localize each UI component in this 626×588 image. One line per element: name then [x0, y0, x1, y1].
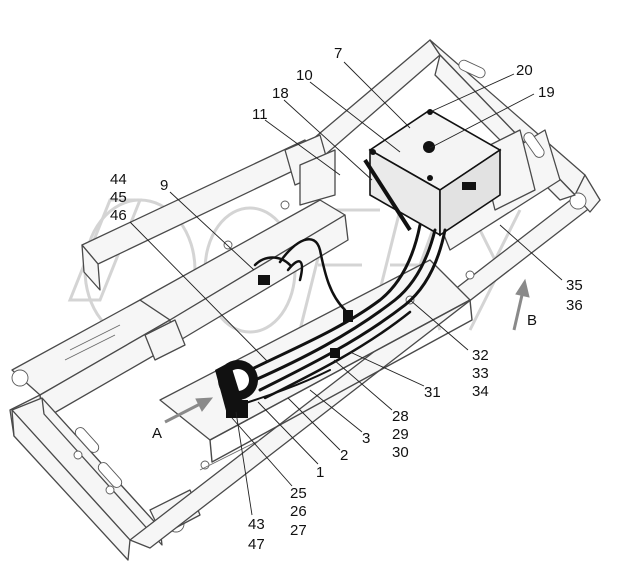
- callout-30: 30: [392, 444, 409, 461]
- view-arrow-a: A: [152, 397, 214, 442]
- callout-2: 2: [340, 447, 348, 464]
- callout-31: 31: [424, 384, 441, 401]
- callout-33: 33: [472, 365, 489, 382]
- callout-3: 3: [362, 430, 370, 447]
- callout-46: 46: [110, 207, 127, 224]
- view-a-label: A: [152, 425, 162, 442]
- callout-35: 35: [566, 277, 583, 294]
- callout-47: 47: [248, 536, 265, 553]
- callout-26: 26: [290, 503, 307, 520]
- callout-9: 9: [160, 177, 168, 194]
- callout-45: 45: [110, 189, 127, 206]
- callout-labels: 7 10 20 18 19 11 44 45 46 9 35 36 32 33 …: [110, 45, 583, 553]
- callout-36: 36: [566, 297, 583, 314]
- callout-44: 44: [110, 171, 127, 188]
- callout-43: 43: [248, 516, 265, 533]
- callout-19: 19: [538, 84, 555, 101]
- view-arrow-b: B: [512, 278, 537, 331]
- callout-10: 10: [296, 67, 313, 84]
- callout-11: 11: [252, 106, 268, 123]
- control-box: [363, 109, 502, 237]
- callout-29: 29: [392, 426, 409, 443]
- view-b-label: B: [527, 312, 537, 329]
- wiring-harness: [215, 223, 447, 418]
- callout-25: 25: [290, 485, 307, 502]
- callout-18: 18: [272, 85, 289, 102]
- callout-27: 27: [290, 522, 307, 539]
- callout-34: 34: [472, 383, 489, 400]
- callout-1: 1: [316, 464, 324, 481]
- callout-7: 7: [334, 45, 342, 62]
- leader-lines: [129, 61, 563, 516]
- callout-32: 32: [472, 347, 489, 364]
- callout-20: 20: [516, 62, 533, 79]
- chassis-frame: [9, 39, 601, 561]
- callout-28: 28: [392, 408, 409, 425]
